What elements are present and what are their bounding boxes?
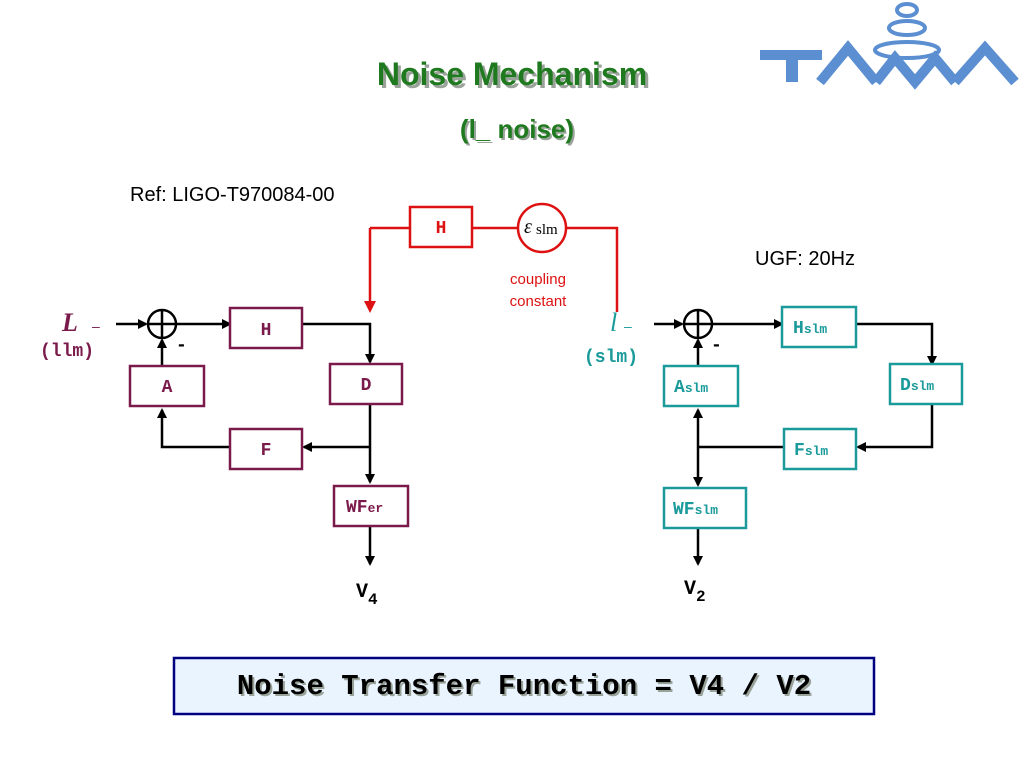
page-subtitle: (l_ noise) [460,114,574,144]
right-a-label: Aslm [674,378,708,398]
left-input-label: (llm) [40,342,94,362]
right-h-block [780,305,858,349]
epsilon-symbol: ε [524,216,532,238]
left-h-label: H [261,321,272,341]
formula-text: Noise Transfer Function = V4 / V2 [237,670,811,703]
left-a-block [128,364,206,408]
epsilon-node [516,202,568,254]
coupling-text-line1: coupling [510,271,566,288]
left-wf-block [332,484,410,528]
right-output-label: V2 [684,578,706,606]
page-title: Noise Mechanism [377,56,647,92]
right-d-block [888,362,964,406]
left-minus-sign: - [176,336,187,356]
coupling-h-label: H [436,219,447,239]
right-wf-label: WFslm [673,500,718,520]
left-input-symbol: L [61,308,78,337]
coupling-text-line2: constant [510,293,568,310]
right-f-label: Fslm [794,441,828,461]
right-a-block [662,364,740,408]
left-loop-wires [116,319,375,566]
page-title-shadow: Noise Mechanism [380,59,650,95]
right-input-sub: – [624,318,632,334]
page-subtitle-shadow: (l_ noise) [462,116,576,146]
left-a-label: A [162,378,173,398]
formula-box [172,656,876,716]
left-f-label: F [261,441,272,461]
right-wf-block [662,486,748,530]
right-input-label: (slm) [584,348,638,368]
right-h-label: Hslm [793,319,827,339]
left-d-label: D [361,376,372,396]
right-loop-wires [654,319,937,566]
tama-logo [760,2,1019,90]
left-wf-label: WFer [346,498,383,518]
left-h-block [228,306,304,350]
right-d-label: Dslm [900,376,934,396]
formula-text-shadow: Noise Transfer Function = V4 / V2 [239,672,813,705]
right-minus-sign: - [711,336,722,356]
coupling-h-block [408,205,474,249]
left-f-block [228,427,304,471]
epsilon-subscript: slm [536,222,558,238]
left-input-sub: – [92,318,100,334]
coupling-path [364,226,619,313]
reference-label: Ref: LIGO-T970084-00 [130,184,335,206]
left-d-block [328,362,404,406]
left-output-label: V4 [356,581,378,609]
right-input-symbol: l [610,308,617,337]
right-f-block [782,427,858,471]
ugf-label: UGF: 20Hz [755,248,855,270]
